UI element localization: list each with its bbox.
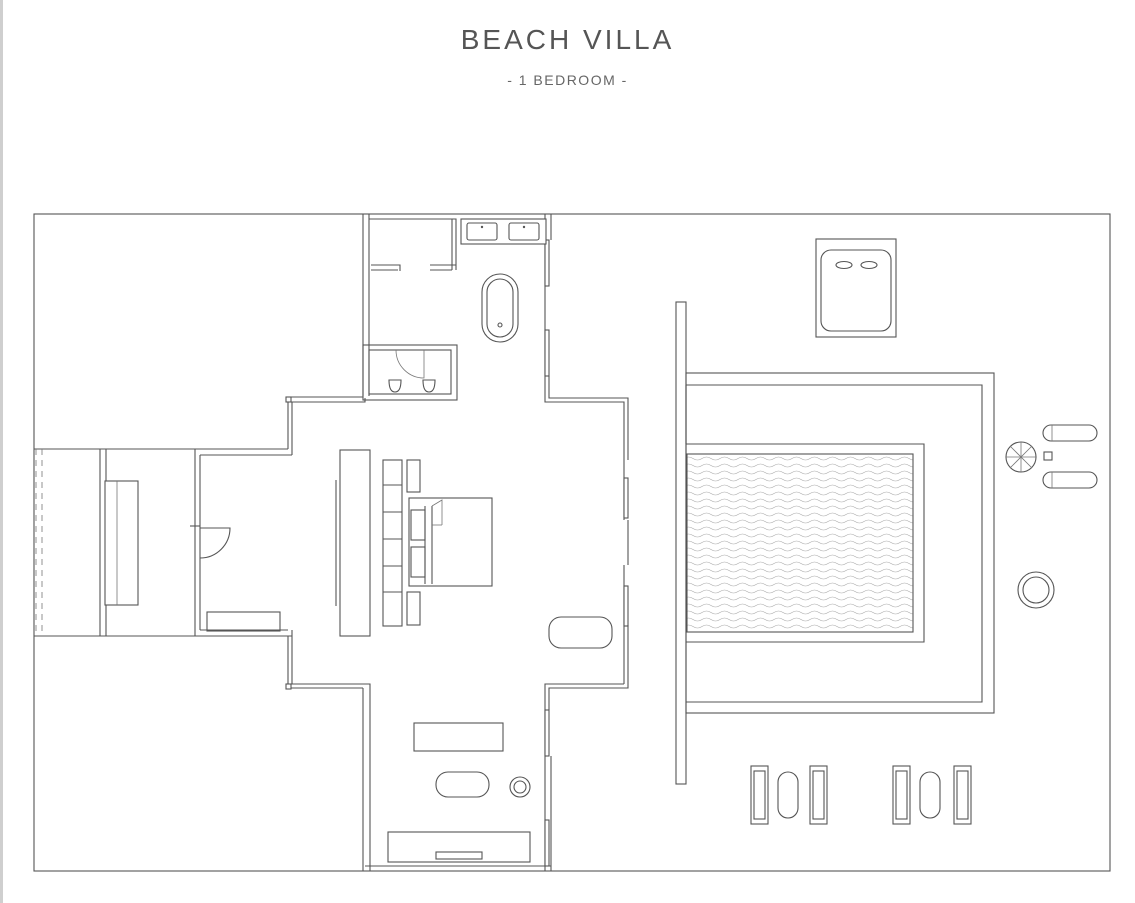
daybed-ottoman: [548, 616, 613, 649]
plan-subtitle: - 1 BEDROOM -: [507, 72, 628, 88]
side-table: [509, 776, 531, 798]
pillow: [410, 546, 426, 578]
round-table: [1017, 571, 1055, 609]
side-table: [1043, 451, 1053, 461]
wc-closet: [362, 218, 458, 401]
plot-boundary: [33, 213, 1111, 872]
lounger-group-right: [892, 765, 972, 825]
toilet-icon: [388, 379, 402, 393]
pillow: [410, 509, 426, 541]
plunge-pool: [686, 453, 914, 633]
coffee-table: [435, 771, 490, 798]
bathtub: [481, 273, 519, 343]
plan-title: BEACH VILLA: [460, 24, 675, 55]
sun-lounger: [1042, 424, 1098, 442]
pool-deck: [675, 301, 995, 785]
wardrobe: [339, 449, 371, 637]
vanity: [460, 218, 547, 245]
headboard: [382, 459, 421, 627]
sink-icon: [466, 222, 498, 241]
lounger-group-left: [750, 765, 828, 825]
sun-lounger: [1042, 471, 1098, 489]
entry-door-swing: [199, 527, 231, 559]
outdoor-tub: [815, 238, 897, 338]
sink-icon: [508, 222, 540, 241]
media-wall: [335, 449, 371, 637]
wc-door-swing: [395, 349, 425, 379]
sofa: [413, 722, 504, 752]
bidet-icon: [422, 379, 436, 393]
nightstand-left: [406, 459, 421, 493]
umbrella-icon: [1005, 441, 1037, 473]
nightstand-right: [406, 591, 421, 626]
bed: [408, 497, 493, 587]
left-wing: [34, 214, 364, 871]
entry-corridor: [99, 448, 292, 637]
entry-console: [206, 611, 281, 632]
page-edge-rule: [0, 0, 3, 903]
entry-bench: [104, 480, 139, 606]
